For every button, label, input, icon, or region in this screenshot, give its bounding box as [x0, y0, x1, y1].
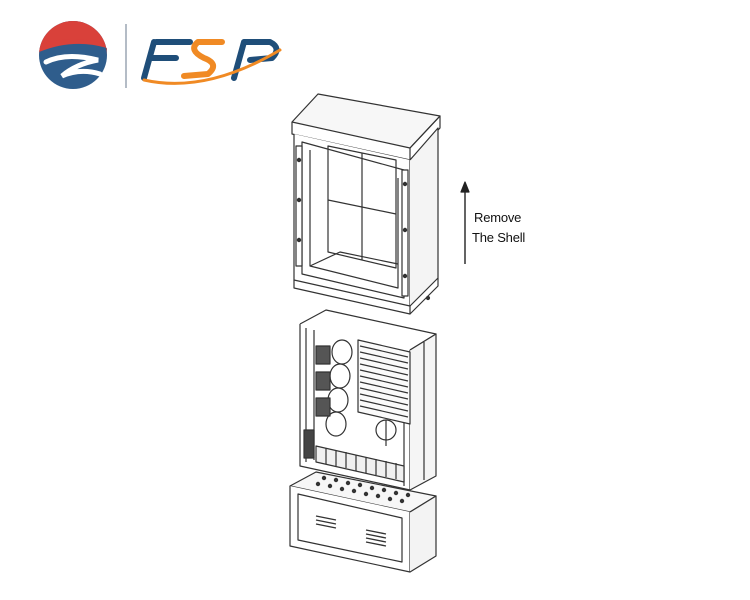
- company-logo: [39, 21, 282, 89]
- logo-wordmark: [141, 39, 282, 85]
- base-vents: [315, 515, 387, 547]
- cabinet-inner-frame: [299, 309, 437, 491]
- connector-row: [315, 445, 405, 483]
- cabinet-base: [289, 471, 437, 573]
- annotation-line-1: Remove: [474, 210, 522, 225]
- cable-spools: [325, 339, 397, 446]
- adapter-blocks: [303, 345, 331, 459]
- up-arrow-icon: [460, 181, 470, 264]
- logo-emblem: [39, 21, 107, 89]
- cabinet-shell: [291, 93, 441, 315]
- splice-tray-stack: [357, 339, 411, 425]
- annotation-line-2: The Shell: [472, 230, 526, 245]
